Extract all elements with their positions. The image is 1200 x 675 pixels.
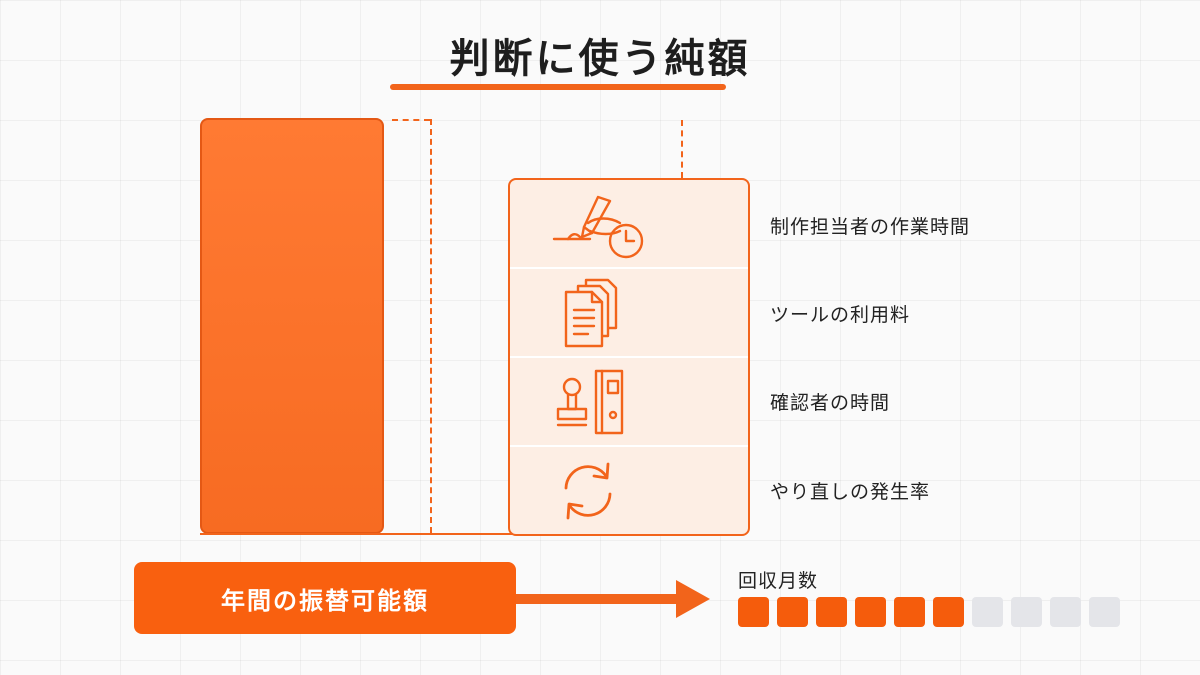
month-cell-filled [816, 597, 847, 627]
arrow-right-icon [516, 580, 710, 618]
month-cell-empty [1089, 597, 1120, 627]
stamp-binder-icon [556, 369, 624, 434]
refresh-icon [564, 462, 612, 519]
cost-label-reviewer-time: 確認者の時間 [770, 392, 891, 414]
page-title: 判断に使う純額 [449, 36, 751, 82]
annual-transfer-label: 年間の振替可能額 [221, 586, 429, 615]
cost-label-tool-fee: ツールの利用料 [770, 304, 911, 326]
baseline [200, 533, 746, 535]
month-cell-filled [777, 597, 808, 627]
month-cell-filled [894, 597, 925, 627]
cost-bracket-line [681, 120, 683, 178]
net-bracket-top [392, 119, 430, 121]
payback-months-label: 回収月数 [738, 570, 819, 592]
month-cell-filled [933, 597, 964, 627]
cost-breakdown-box [508, 178, 750, 536]
cost-row-work-time [510, 180, 748, 269]
documents-icon [564, 278, 618, 347]
title-underline [390, 84, 726, 90]
annual-transfer-box: 年間の振替可能額 [134, 562, 516, 634]
month-cell-empty [972, 597, 1003, 627]
hand-writing-clock-icon [552, 195, 644, 258]
payback-months-meter [738, 597, 1120, 627]
month-cell-empty [1050, 597, 1081, 627]
cost-row-tool-fee [510, 269, 748, 358]
gross-amount-bar [200, 118, 384, 534]
cost-row-reviewer-time [510, 358, 748, 447]
cost-label-work-time: 制作担当者の作業時間 [770, 216, 971, 238]
month-cell-filled [855, 597, 886, 627]
cost-label-redo-rate: やり直しの発生率 [770, 481, 931, 503]
month-cell-filled [738, 597, 769, 627]
cost-row-redo-rate [510, 447, 748, 534]
net-bracket-line [430, 119, 432, 533]
month-cell-empty [1011, 597, 1042, 627]
